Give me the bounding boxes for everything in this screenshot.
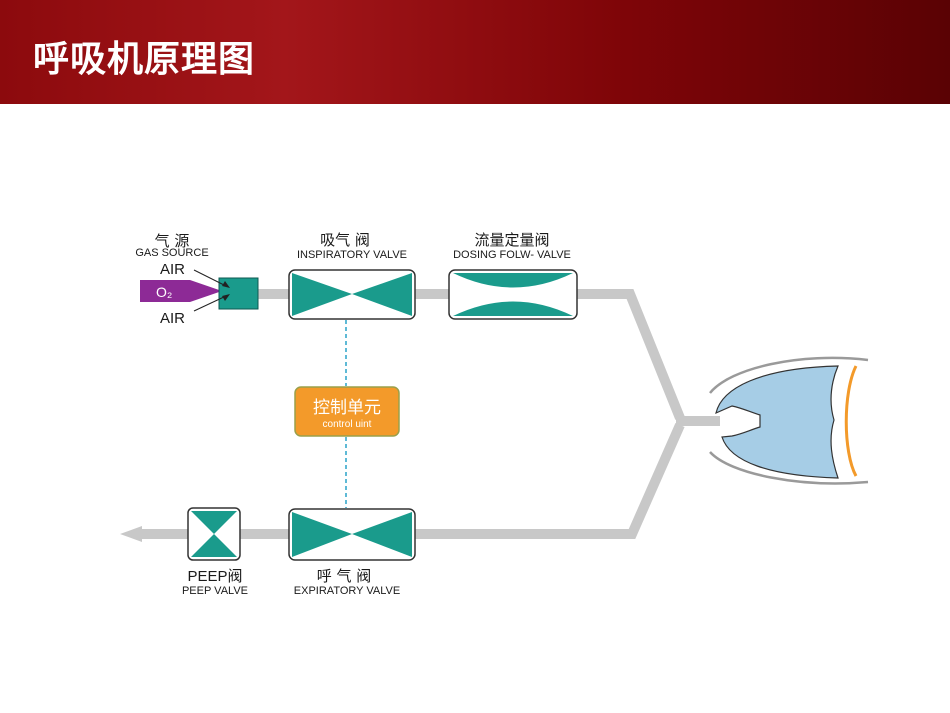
expiratory-valve-label-en: EXPIRATORY VALVE: [294, 585, 400, 597]
control-unit-label-cn: 控制单元: [313, 398, 381, 418]
dosing-valve-label-cn: 流量定量阀: [474, 231, 549, 249]
control-unit-label-en: control uint: [323, 419, 372, 430]
air-arrowhead-bottom: [222, 294, 230, 301]
pipe-dosing-patient: [576, 289, 685, 420]
dosing-valve-top-lobe: [453, 273, 573, 288]
pipe-network: [140, 289, 720, 539]
peep-valve-bottom-wedge: [191, 534, 237, 557]
gas-source-label-cn: 气 源: [155, 232, 190, 250]
dosing-valve-label-en: DOSING FOLW- VALVE: [453, 249, 571, 261]
title-bar: 呼吸机原理图: [0, 0, 950, 104]
air-label-top: AIR: [160, 261, 185, 278]
diaphragm-orange: [844, 365, 858, 477]
inspiratory-valve-body: [288, 269, 416, 320]
inspiratory-valve-right-wedge: [352, 273, 412, 316]
lung-shape: [715, 365, 839, 479]
expiratory-valve-label-cn: 呼 气 阀: [317, 567, 372, 585]
air-arrowhead-top: [222, 281, 230, 288]
expiratory-valve-left-wedge: [292, 512, 352, 557]
air-inlet-line-bottom: [193, 295, 227, 312]
exhaust-arrow-icon: [120, 526, 142, 542]
pipe-patient-expiratory: [414, 422, 685, 539]
expiratory-valve-right-wedge: [352, 512, 412, 557]
air-inlet-line-top: [193, 269, 227, 287]
peep-valve-top-wedge: [191, 511, 237, 534]
o2-label: O₂: [156, 284, 172, 300]
expiratory-valve: 呼 气 阀 EXPIRATORY VALVE: [288, 508, 416, 597]
gas-source-label-en: GAS SOURCE: [135, 247, 208, 259]
inspiratory-valve-label-cn: 吸气 阀: [320, 231, 370, 249]
peep-valve-label-cn: PEEP阀: [187, 568, 242, 585]
expiratory-valve-body: [288, 508, 416, 561]
page-title: 呼吸机原理图: [33, 39, 256, 80]
chest-outer-bottom: [709, 451, 869, 485]
peep-valve-label-en: PEEP VALVE: [182, 585, 248, 597]
o2-inlet-arrow: [140, 280, 222, 302]
patient-lung: [709, 356, 869, 485]
air-label-bottom: AIR: [160, 310, 185, 327]
dosing-valve-bottom-lobe: [453, 301, 573, 316]
chest-outer-top: [709, 356, 869, 394]
inspiratory-valve-left-wedge: [292, 273, 352, 316]
inspiratory-valve-label-en: INSPIRATORY VALVE: [297, 249, 407, 261]
control-unit-box: [294, 386, 400, 437]
peep-valve: PEEP阀 PEEP VALVE: [182, 507, 248, 597]
dosing-flow-valve: 流量定量阀 DOSING FOLW- VALVE: [448, 231, 578, 320]
control-unit: 控制单元 control uint: [294, 320, 400, 508]
inspiratory-valve: 吸气 阀 INSPIRATORY VALVE: [288, 231, 416, 320]
gas-source: O₂ 气 源 GAS SOURCE AIR AIR: [135, 232, 259, 327]
